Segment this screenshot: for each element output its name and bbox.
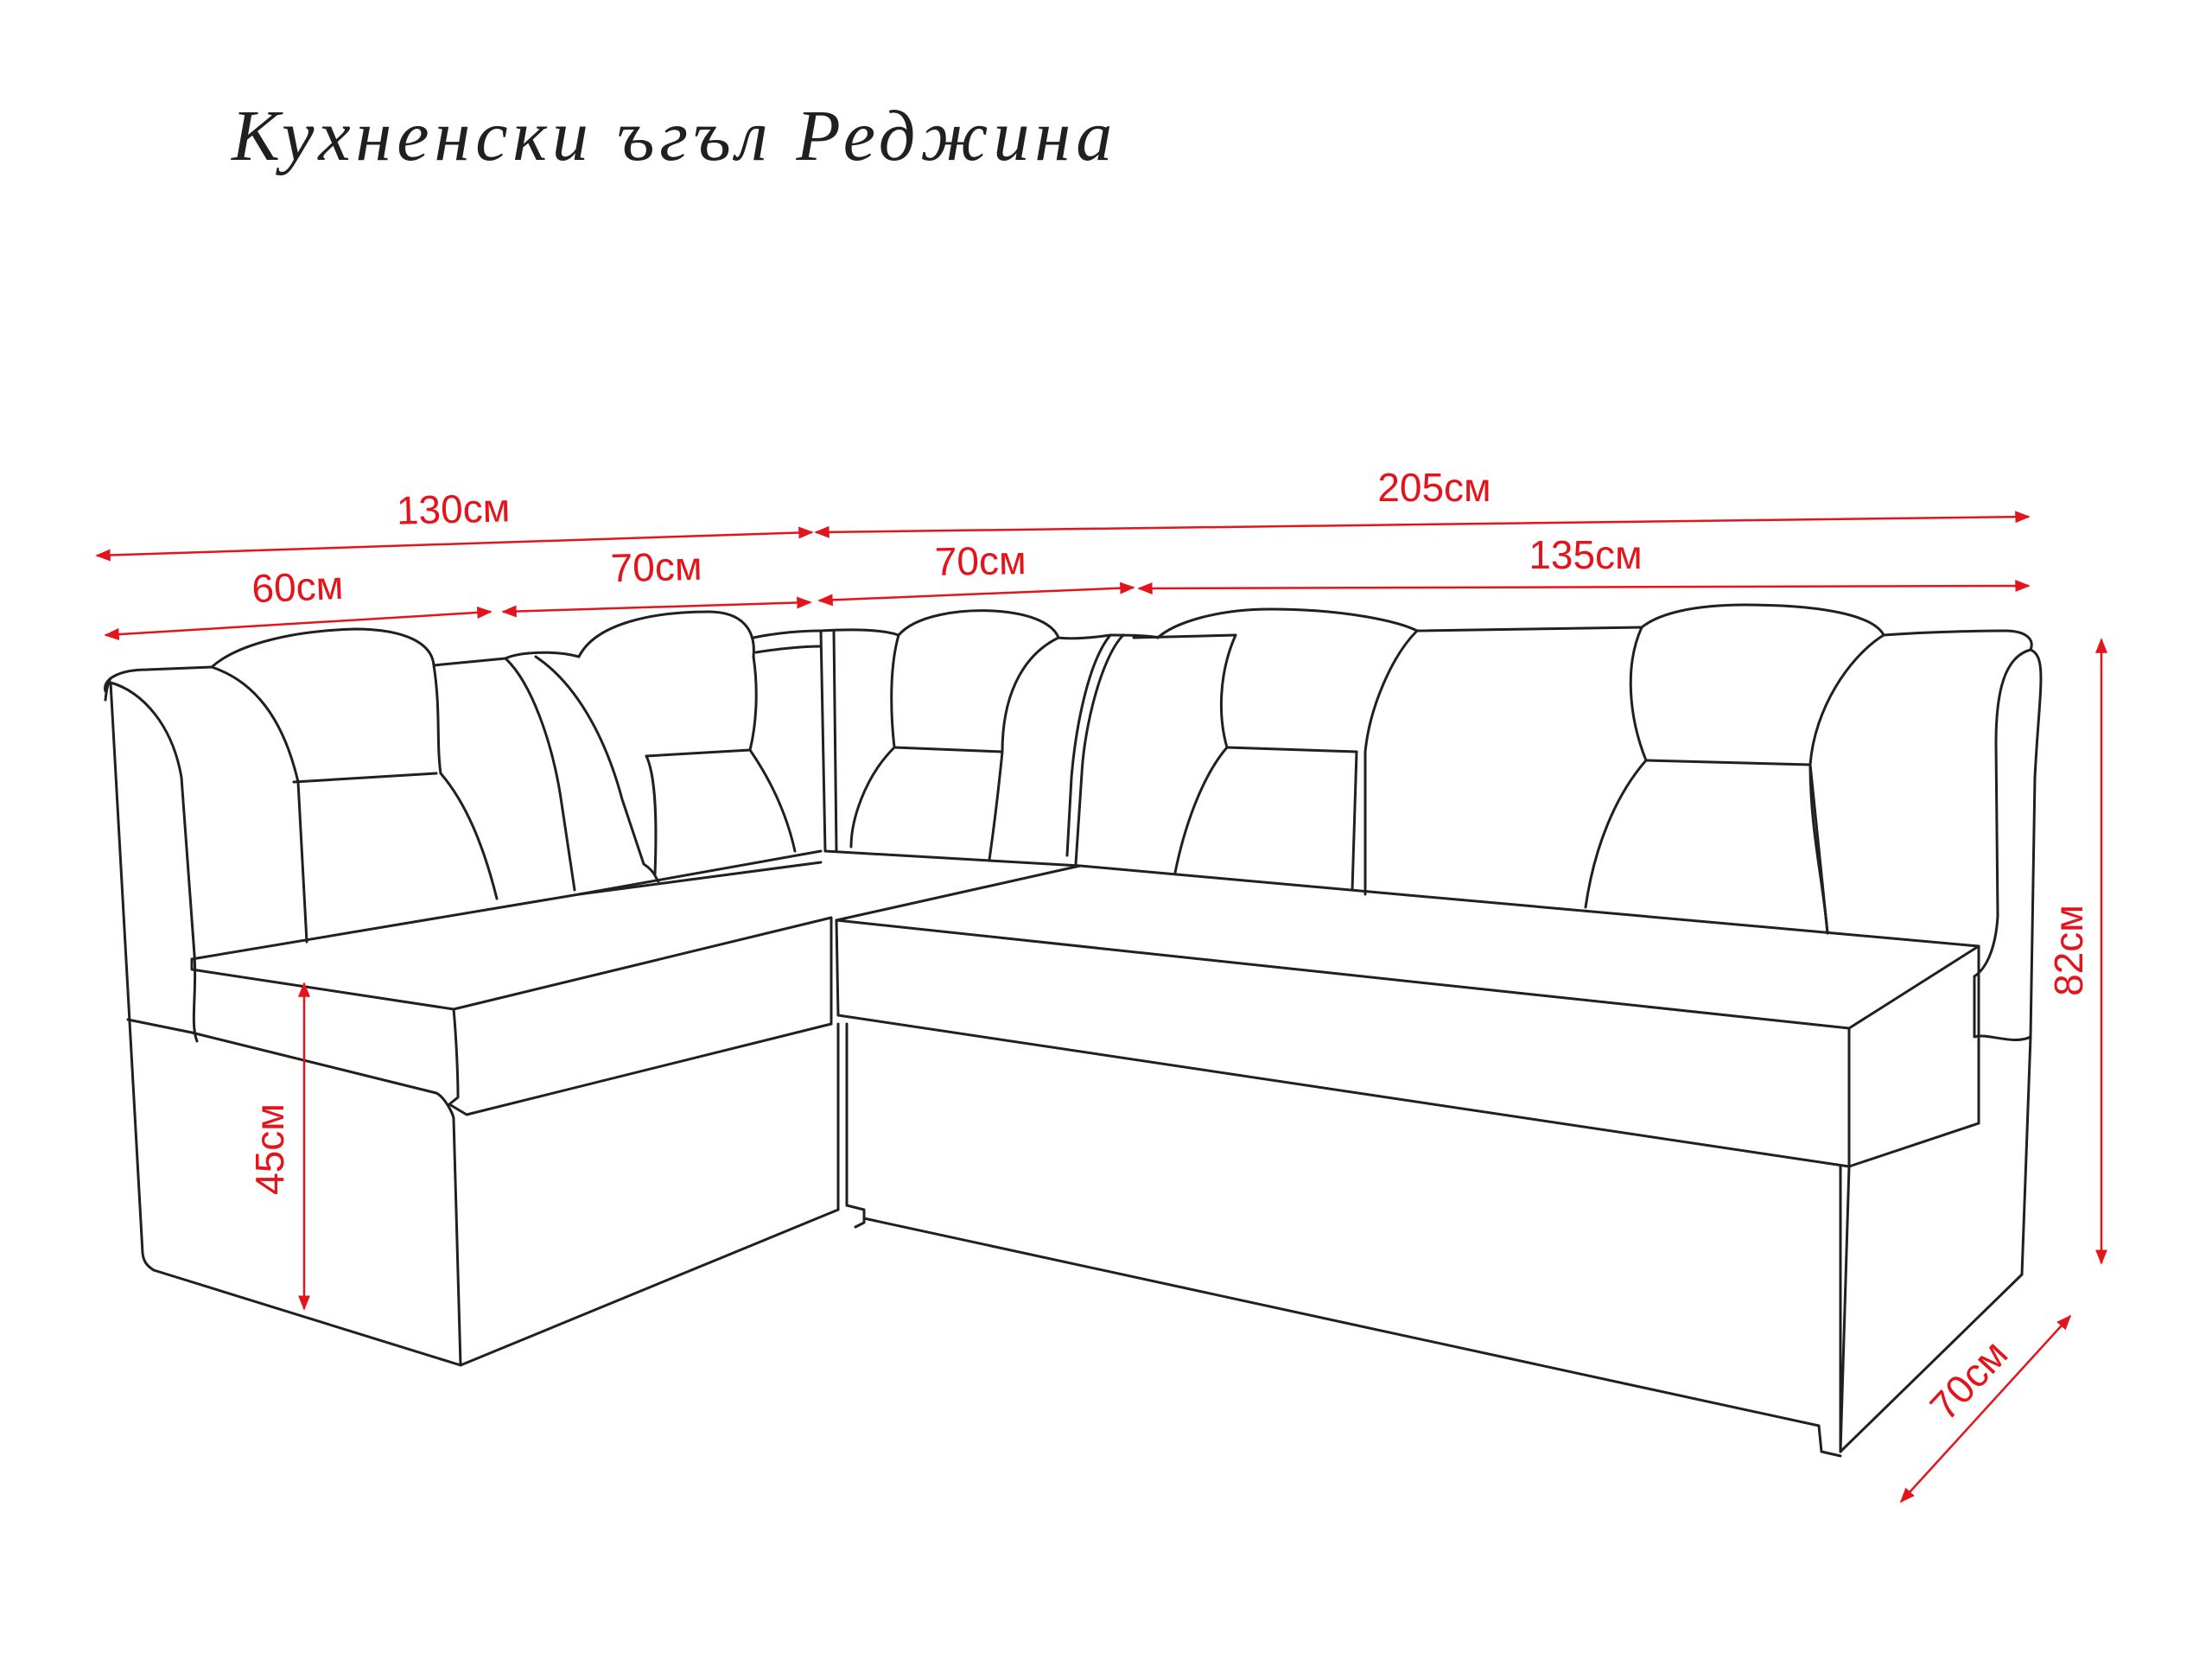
dimension-line-130 — [95, 526, 814, 562]
dimension-labels: 130см 205см 60см 70см 70см 135см 82см 45… — [247, 465, 2091, 1429]
dimension-line-60 — [104, 606, 493, 641]
dimension-lines — [95, 511, 2107, 1503]
right-seat-cushion — [823, 849, 1980, 1168]
left-base — [126, 1018, 840, 1367]
dimension-label-60: 60см — [251, 563, 344, 612]
dimension-line-135 — [1137, 580, 2031, 594]
right-armrest — [1882, 629, 2043, 1276]
dimension-label-82: 82см — [2046, 905, 2091, 996]
dimension-label-135: 135см — [1529, 532, 1642, 577]
dimension-label-130: 130см — [396, 485, 511, 532]
dimension-line-70-depth — [1899, 1314, 2072, 1503]
corner-back-panel — [752, 628, 900, 853]
corner-sofa-drawing — [104, 603, 2043, 1458]
left-back-cushion-1 — [210, 627, 507, 944]
dimension-label-205: 205см — [1377, 465, 1491, 510]
dimension-label-70-depth: 70см — [1921, 1332, 2016, 1429]
dimension-label-70-right: 70см — [934, 537, 1027, 584]
left-seat-cushion — [190, 849, 833, 1116]
diagram-title: Кухненски ъгъл Реджина — [231, 96, 1117, 176]
dimension-label-45: 45см — [247, 1103, 292, 1195]
left-back-cushion-2 — [504, 610, 797, 892]
dimension-line-70-right — [817, 582, 1135, 607]
right-back-panel — [1415, 603, 1885, 935]
dimension-line-70-left — [501, 596, 812, 618]
right-back-cushion-1 — [849, 609, 1112, 861]
dimension-line-205 — [814, 511, 2031, 538]
right-base — [845, 1022, 2024, 1458]
left-armrest — [104, 665, 213, 1272]
dimension-label-70-left: 70см — [610, 543, 702, 591]
right-back-cushion-2 — [1065, 607, 1419, 896]
